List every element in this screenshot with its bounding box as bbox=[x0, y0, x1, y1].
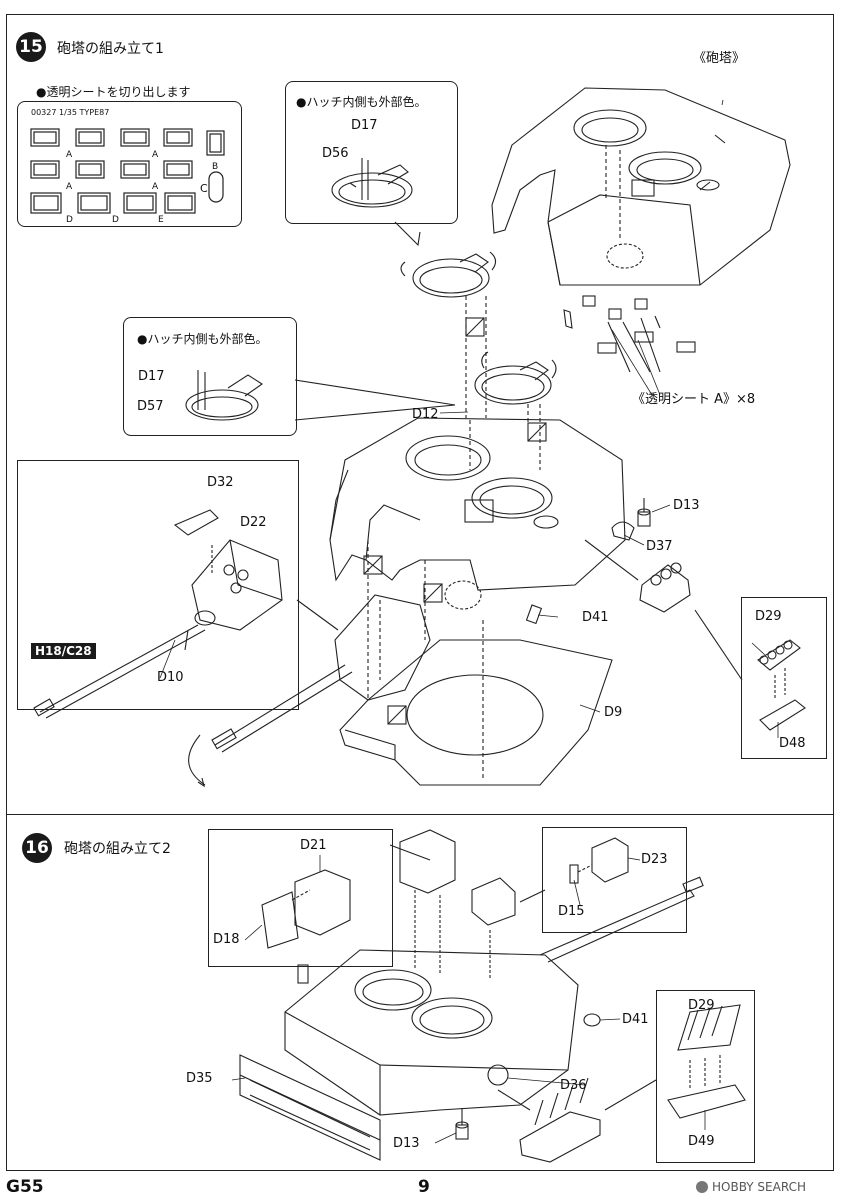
step-16-number: 16 bbox=[22, 833, 52, 863]
step-15-number: 15 bbox=[16, 32, 46, 62]
page-number: 9 bbox=[418, 1177, 430, 1197]
part-label-d13-a: D13 bbox=[673, 498, 700, 513]
part-label-d17-b: D17 bbox=[138, 369, 165, 384]
smoke-launcher-15 bbox=[639, 562, 806, 731]
watermark-text: HOBBY SEARCH bbox=[712, 1180, 806, 1194]
part-label-d12: D12 bbox=[412, 407, 439, 422]
sight-detail-panel bbox=[542, 827, 687, 933]
bracket-detail-panel bbox=[208, 829, 393, 967]
clear-sheet-pieces bbox=[30, 128, 225, 214]
gun-detail-drawing bbox=[33, 509, 283, 719]
part-label-d57: D57 bbox=[137, 399, 164, 414]
sheet-code: 00327 1/35 TYPE87 bbox=[31, 108, 110, 117]
part-label-d17-a: D17 bbox=[351, 118, 378, 133]
part-label-d13-b: D13 bbox=[393, 1136, 420, 1151]
part-label-d29-a: D29 bbox=[755, 609, 782, 624]
sheet-letter: B bbox=[212, 162, 219, 172]
part-label-d23: D23 bbox=[641, 852, 668, 867]
part-label-d29-b: D29 bbox=[688, 998, 715, 1013]
hatch-note-1: ●ハッチ内側も外部色。 bbox=[296, 95, 427, 109]
clear-window-markers bbox=[363, 317, 547, 725]
step-16-turret-drawing bbox=[284, 876, 704, 1116]
sight-detail-drawing bbox=[569, 837, 629, 884]
leader-lines bbox=[159, 99, 779, 1144]
step16-small-parts bbox=[455, 1013, 657, 1163]
smoke-launcher-detail-15 bbox=[741, 597, 827, 759]
step-16-title: 砲塔の組み立て2 bbox=[64, 841, 171, 857]
hatch-detail-1 bbox=[285, 81, 458, 224]
part-label-d36: D36 bbox=[560, 1078, 587, 1093]
part-label-d56: D56 bbox=[322, 146, 349, 161]
sheet-letter: E bbox=[158, 215, 164, 225]
part-label-d21: D21 bbox=[300, 838, 327, 853]
upper-boxes bbox=[399, 829, 516, 980]
smoke-launcher-detail-16 bbox=[656, 990, 755, 1163]
sheet-letter: A bbox=[66, 150, 73, 160]
hatch-1-drawing bbox=[331, 158, 413, 208]
gun-detail-panel bbox=[17, 460, 299, 710]
part-label-d41-a: D41 bbox=[582, 610, 609, 625]
part-label-d41-b: D41 bbox=[622, 1012, 649, 1027]
turret-windows bbox=[563, 295, 696, 373]
part-label-d15: D15 bbox=[558, 904, 585, 919]
bracket-detail-drawing bbox=[261, 869, 351, 949]
part-label-d18: D18 bbox=[213, 932, 240, 947]
sheet-letter: A bbox=[152, 182, 159, 192]
part-label-d48: D48 bbox=[779, 736, 806, 751]
part-label-d37: D37 bbox=[646, 539, 673, 554]
watermark-logo-icon bbox=[696, 1181, 708, 1193]
clear-sheet-note: ●透明シートを切り出します bbox=[36, 85, 191, 99]
page-code: G55 bbox=[6, 1177, 44, 1197]
mantlet-drawing bbox=[211, 594, 431, 753]
part-label-d9: D9 bbox=[604, 705, 623, 720]
sheet-letter: A bbox=[152, 150, 159, 160]
sheet-letter: A bbox=[66, 182, 73, 192]
sheet-letter: C bbox=[200, 182, 208, 195]
step-15-title: 砲塔の組み立て1 bbox=[57, 41, 164, 57]
sheet-letter: D bbox=[66, 215, 73, 225]
part-label-d22: D22 bbox=[240, 515, 267, 530]
turret-upper-drawing bbox=[491, 87, 791, 286]
part-label-d35: D35 bbox=[186, 1071, 213, 1086]
hatch-2-drawing bbox=[185, 370, 263, 421]
part-label-d10: D10 bbox=[157, 670, 184, 685]
hatch-note-2: ●ハッチ内側も外部色。 bbox=[137, 332, 268, 346]
turret-floor-drawing bbox=[339, 639, 613, 786]
sheet-letter: D bbox=[112, 215, 119, 225]
turret-body-drawing bbox=[329, 417, 626, 610]
part-label-d49: D49 bbox=[688, 1134, 715, 1149]
watermark: HOBBY SEARCH bbox=[696, 1180, 806, 1194]
clear-sheet-callout: 《透明シート A》×8 bbox=[632, 392, 756, 407]
turret-label: 《砲塔》 bbox=[693, 51, 746, 66]
side-basket-drawing bbox=[239, 1054, 381, 1161]
part-label-d32: D32 bbox=[207, 475, 234, 490]
smoke-launcher-16-detail bbox=[667, 1004, 746, 1119]
turret-side-parts bbox=[525, 498, 651, 625]
paint-color-badge: H18/C28 bbox=[31, 643, 96, 659]
